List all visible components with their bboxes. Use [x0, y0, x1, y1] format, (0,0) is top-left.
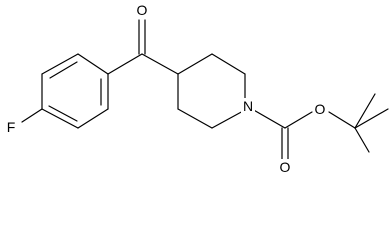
ring-bond: [77, 53, 109, 75]
ring-double-bond: [48, 105, 78, 122]
methyl-bond: [354, 108, 389, 129]
ester-oxygen-label: O: [315, 101, 326, 117]
ketone-oxygen-label: O: [137, 2, 148, 18]
ring-bond: [177, 108, 213, 129]
fluorine-label: F: [7, 119, 16, 135]
ring-bond: [41, 53, 79, 75]
ring-bond: [77, 108, 109, 129]
ester-tbutyl-bond: [328, 111, 356, 129]
carbamate-ester-bond: [284, 111, 313, 129]
ring-double-bond: [49, 61, 78, 79]
structure-diagram: O F N O O: [6, 2, 389, 175]
ring-bond: [41, 108, 79, 129]
carbonyl-piperidine-bond: [141, 53, 179, 75]
methyl-bond: [354, 127, 370, 153]
ring-bond: [211, 53, 246, 75]
molecule-drawing: O F N O O: [6, 2, 389, 175]
piperidine-ring: [177, 53, 246, 129]
carbamate-oxygen-label: O: [280, 159, 291, 175]
ring-bond: [177, 53, 213, 75]
c-f-bond: [21, 108, 43, 123]
methyl-bond: [354, 93, 376, 129]
n-carbamate-bond: [251, 108, 286, 129]
nitrogen-label: N: [243, 98, 253, 114]
aryl-carbonyl-bond: [107, 53, 143, 75]
benzene-ring: [41, 53, 109, 129]
ring-bond: [211, 109, 246, 129]
